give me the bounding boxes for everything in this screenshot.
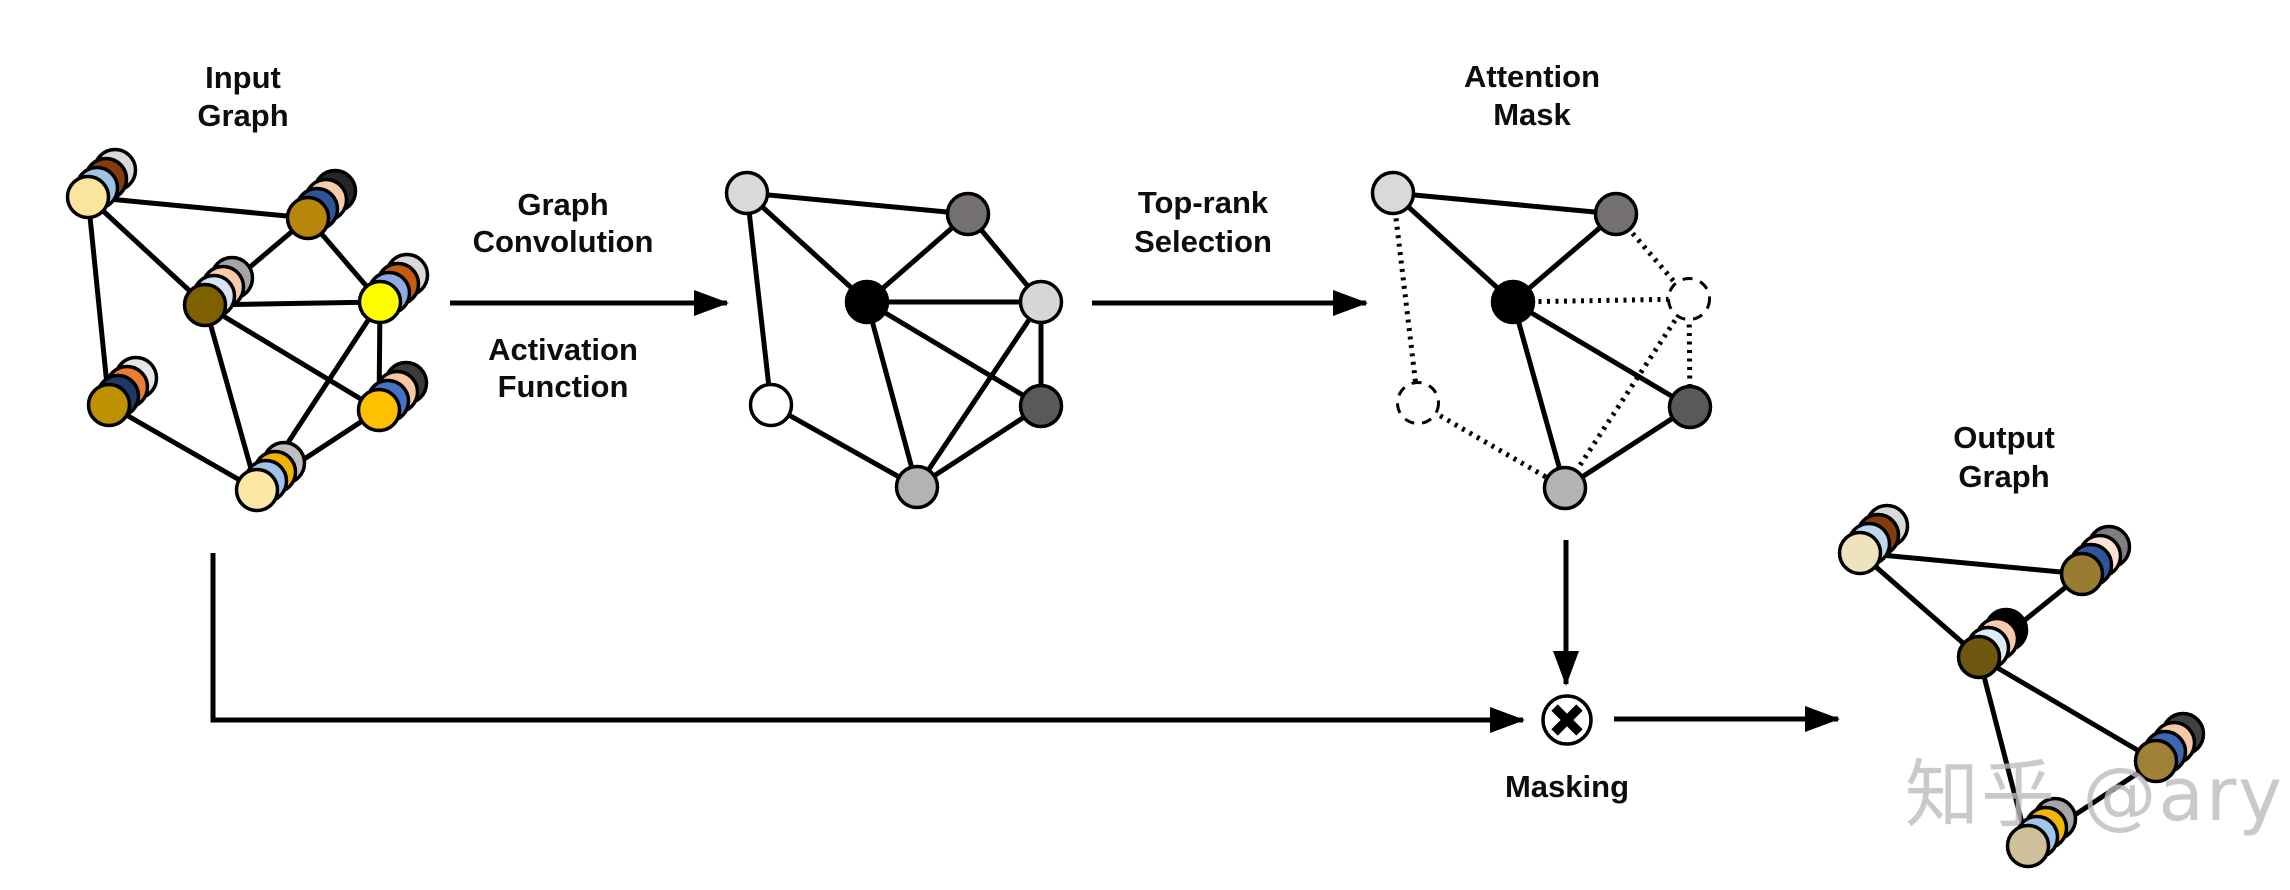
- graph-convolution-label-line2: Convolution: [473, 224, 654, 259]
- toprank-selection-label-line2: Selection: [1134, 224, 1272, 259]
- score-node: [1018, 383, 1064, 429]
- masking-otimes-icon: [1541, 694, 1593, 746]
- graph-edge: [1510, 299, 1693, 410]
- skip-connection: [210, 553, 1526, 734]
- feature-node: [2005, 823, 2051, 869]
- graph-edge: [744, 190, 774, 408]
- score-node: [1593, 191, 1639, 237]
- score-node: [724, 170, 770, 216]
- graph-edge: [864, 299, 1044, 409]
- masking-label: Masking: [1505, 769, 1629, 804]
- graph-edge: [1390, 190, 1516, 305]
- output-graph: [1837, 503, 2206, 869]
- graph-edge: [85, 194, 208, 308]
- feature-node: [285, 195, 331, 241]
- graph-edge: [1510, 299, 1568, 491]
- removed-node: [1396, 381, 1440, 425]
- activation-function-label-line1: Activation: [488, 332, 638, 367]
- masked-graph-edge: [1562, 297, 1692, 490]
- input-graph-title-line1: Input: [205, 60, 281, 95]
- graph-edge: [744, 190, 971, 217]
- score-node: [844, 279, 890, 325]
- feature-node: [86, 382, 132, 428]
- graph-edge: [768, 402, 920, 490]
- attention-mask-title-line2: Mask: [1493, 97, 1571, 132]
- graph-edge: [1857, 550, 1982, 660]
- output-graph-title-line2: Graph: [1958, 459, 2049, 494]
- graph-edge: [202, 302, 260, 493]
- otimes-x-glyph: [1551, 704, 1583, 736]
- graph-edge: [744, 190, 870, 305]
- graph-edge: [1857, 550, 2085, 577]
- convolved-graph: [724, 170, 1064, 510]
- output-graph-title-line1: Output: [1953, 420, 2055, 455]
- graph-edge: [1390, 190, 1619, 217]
- graph-edge: [202, 302, 382, 413]
- graph-convolution-label-line1: Graph: [517, 187, 608, 222]
- graph-edge: [85, 194, 311, 221]
- graph-edge: [85, 194, 112, 408]
- feature-node: [65, 174, 111, 220]
- score-node: [1667, 384, 1713, 430]
- score-node: [945, 191, 991, 237]
- attention-mask-graph: [1370, 170, 1713, 511]
- graph-edge: [106, 402, 260, 493]
- masked-graph-edge: [1512, 296, 1690, 305]
- score-node: [1490, 279, 1536, 325]
- graph-edge: [1510, 211, 1619, 305]
- graph-edge: [914, 299, 1044, 490]
- graph-edge: [864, 211, 971, 305]
- feature-node: [2059, 551, 2105, 597]
- activation-function-label-line2: Function: [498, 369, 629, 404]
- feature-node: [2133, 738, 2179, 784]
- toprank-selection-label-line1: Top-rank: [1138, 185, 1269, 220]
- score-node: [748, 382, 794, 428]
- graph-edge: [1976, 654, 2159, 764]
- input-graph: [65, 147, 430, 513]
- attention-mask-title-line1: Attention: [1464, 59, 1600, 94]
- masked-graph-edge: [1416, 400, 1567, 491]
- feature-node: [1956, 634, 2002, 680]
- flow-arrows: [450, 290, 1841, 733]
- score-node: [894, 464, 940, 510]
- feature-node: [182, 282, 228, 328]
- masked-graph-edge: [1390, 192, 1421, 404]
- feature-node: [357, 279, 403, 325]
- input-graph-title-line2: Graph: [197, 98, 288, 133]
- score-node: [1018, 279, 1064, 325]
- score-node: [1370, 170, 1416, 216]
- graph-edge: [1976, 654, 2031, 849]
- graph-edge: [914, 403, 1044, 490]
- feature-node: [356, 387, 402, 433]
- skip-connection-line: [210, 553, 1526, 734]
- feature-node: [1837, 530, 1883, 576]
- score-node: [1542, 465, 1588, 511]
- removed-node: [1667, 277, 1711, 321]
- graph-edge: [864, 299, 920, 490]
- watermark: 知乎 @ary: [1905, 752, 2284, 838]
- feature-node: [234, 467, 280, 513]
- graph-edge: [1562, 404, 1693, 491]
